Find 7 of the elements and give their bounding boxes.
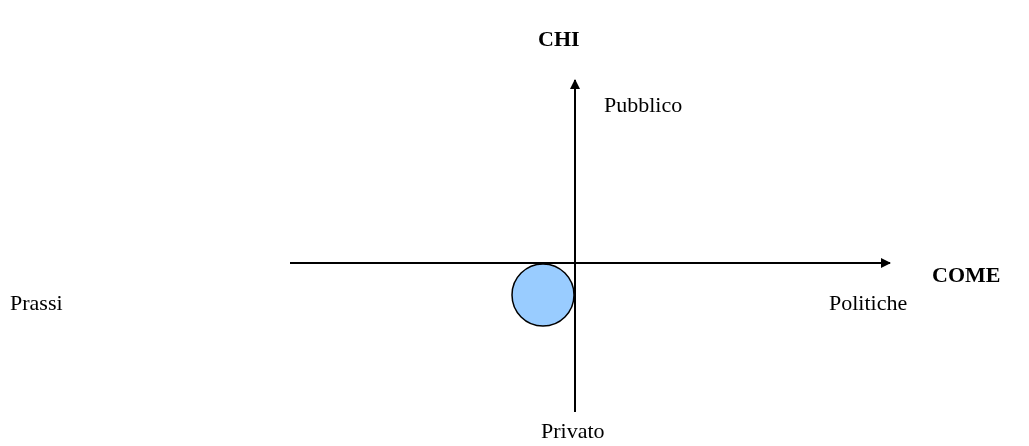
circle-marker [511, 263, 575, 327]
axis-end-label: Prassi [10, 290, 63, 316]
axis-end-label: Privato [541, 418, 605, 444]
axis-end-label: Politiche [829, 290, 908, 316]
axis-end-label: Pubblico [604, 92, 683, 118]
axis-title: COME [932, 262, 1001, 288]
axis-title: CHI [538, 26, 580, 52]
